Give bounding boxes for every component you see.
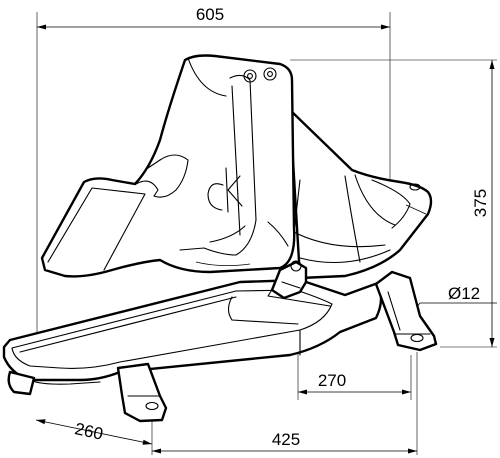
tray [2, 278, 383, 385]
dimension-diameter: Ø12 [408, 284, 497, 318]
dimension-270: 270 [297, 350, 412, 400]
ck-logo [207, 167, 243, 213]
right-foot [374, 270, 438, 352]
dim-425-label: 425 [272, 430, 300, 449]
dim-right-label: 375 [471, 189, 490, 217]
left-foot [7, 362, 168, 423]
cone-body [288, 108, 433, 280]
dimension-right: 375 [290, 59, 497, 348]
hinge [270, 260, 308, 300]
dim-diameter-label: Ø12 [448, 284, 480, 303]
dim-top-label: 605 [196, 5, 224, 24]
dimension-top: 605 [36, 5, 391, 358]
seat-body [40, 54, 296, 278]
dim-270-label: 270 [318, 371, 346, 390]
dimension-425: 425 [152, 352, 418, 455]
dim-260-label: 260 [73, 419, 105, 443]
